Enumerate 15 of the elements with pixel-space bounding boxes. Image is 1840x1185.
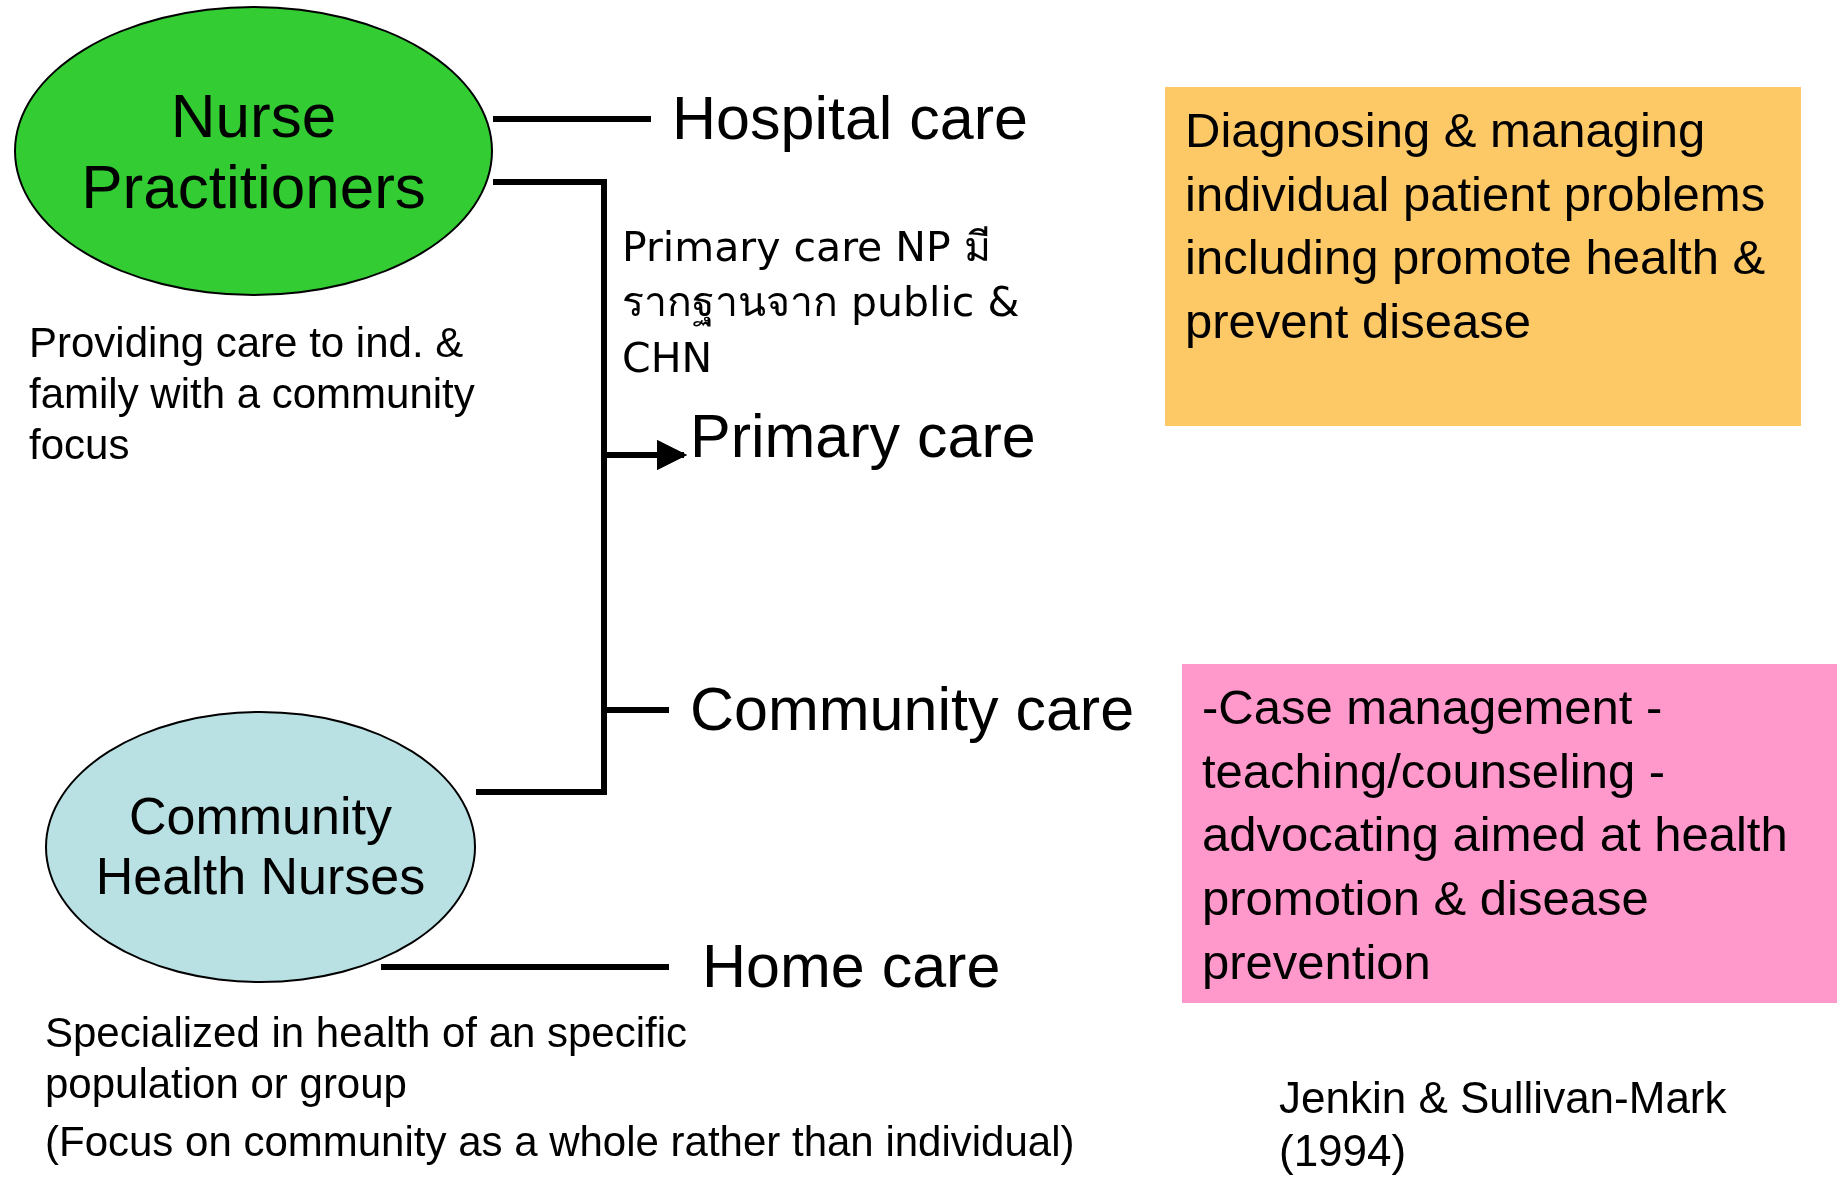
note-text: Primary care NP มีรากฐานจาก public & CHN — [622, 222, 1021, 384]
connector-line — [493, 116, 651, 122]
oval: Community Health Nurses — [45, 711, 476, 983]
oval: Nurse Practitioners — [14, 6, 493, 296]
note-box: -Case management -teaching/counseling -advocating aimed at health promotion & disease prevention — [1182, 664, 1837, 1003]
caption-text: Specialized in health of an specific population or group — [45, 1008, 689, 1110]
connector-line — [381, 964, 669, 970]
care-label: Community care — [690, 679, 1160, 741]
caption-text: (Focus on community as a whole rather than individual) — [45, 1117, 1076, 1167]
note-box: Diagnosing & managing individual patient problems including promote health & prevent disease — [1165, 87, 1801, 426]
care-label: Hospital care — [672, 88, 1052, 150]
care-label: Home care — [702, 936, 1032, 998]
care-label: Primary care — [690, 406, 1060, 468]
caption-text: Providing care to ind. & family with a community focus — [29, 318, 476, 471]
citation-text: Jenkin & Sullivan-Mark (1994) — [1279, 1072, 1728, 1177]
